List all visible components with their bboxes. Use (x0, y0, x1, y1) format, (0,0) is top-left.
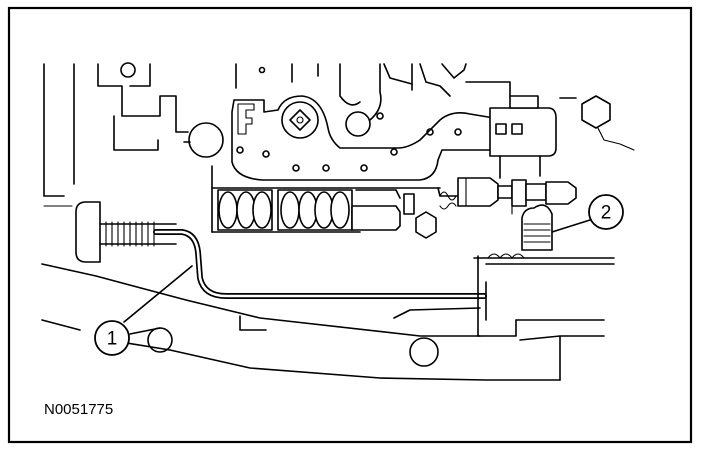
callout-2-number: 2 (601, 203, 612, 224)
lever-assembly (231, 95, 557, 181)
transmission-case (41, 253, 615, 381)
spring-coils (105, 221, 155, 247)
cable-spring-end (75, 201, 177, 263)
callout-2: 2 (588, 194, 624, 230)
callout-1-leader (123, 265, 193, 323)
figure-id-label: N0051775 (44, 401, 113, 418)
callout-1: 1 (94, 320, 130, 356)
shift-cable (153, 229, 487, 299)
callout-1-number: 1 (107, 329, 118, 350)
callout-2-leader (551, 219, 591, 233)
valve-bank (211, 165, 459, 239)
housing-outline (43, 62, 635, 207)
cable-adjuster (439, 177, 577, 251)
figure-frame (7, 6, 693, 444)
